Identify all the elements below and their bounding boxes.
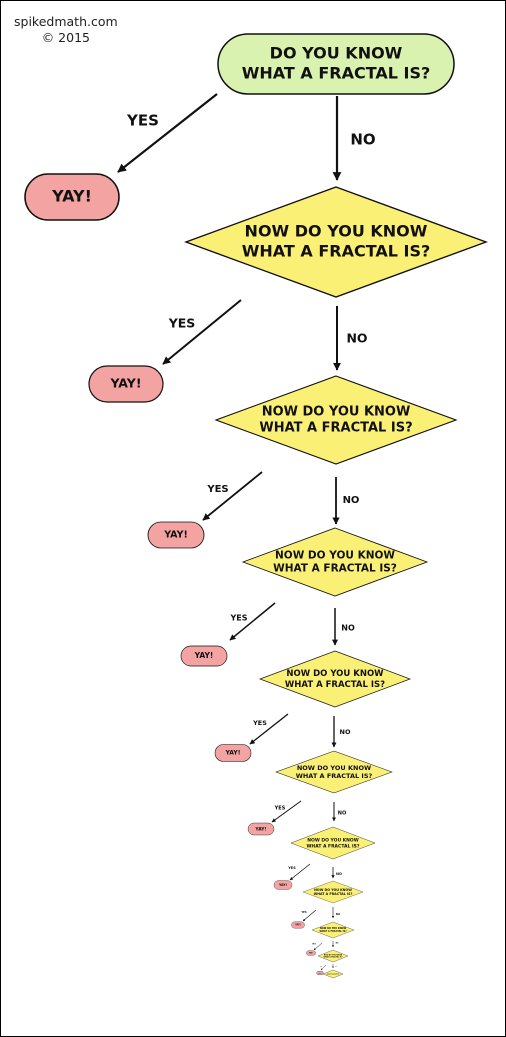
no-label-3: NO <box>343 495 360 506</box>
yes-label-1: YES <box>126 112 159 130</box>
yay-node-1 <box>24 173 120 221</box>
yay-node-9 <box>306 950 316 956</box>
question-text-2-line-2: WHAT A FRACTAL IS? <box>259 421 412 436</box>
yay-label-2: YAY! <box>109 376 141 391</box>
yes-label-3: YES <box>206 484 228 495</box>
question-diamond-1 <box>184 186 488 298</box>
yay-label-7: YAY! <box>278 883 287 887</box>
start-question-line-2: WHAT A FRACTAL IS? <box>242 64 431 83</box>
yay-label-5: YAY! <box>225 750 241 757</box>
question-text-7-line-1: NOW DO YOU KNOW <box>314 888 352 892</box>
yay-node-7 <box>273 880 293 890</box>
no-label-10: NO <box>335 966 337 968</box>
yay-label-8: YAY! <box>294 924 301 927</box>
yes-arrow-2 <box>162 299 242 365</box>
no-label-2: NO <box>346 331 367 346</box>
yes-label-4: YES <box>229 614 247 623</box>
yes-label-6: YES <box>274 806 286 812</box>
yay-label-6: YAY! <box>254 827 266 833</box>
yes-arrow-8 <box>302 909 317 922</box>
question-text-2-line-1: NOW DO YOU KNOW <box>262 404 411 419</box>
no-label-9: NO <box>336 943 339 945</box>
question-text-2: NOW DO YOU KNOW WHAT A FRACTAL IS? <box>259 404 412 435</box>
question-text-9-line-2: WHAT A FRACTAL IS? <box>324 957 343 959</box>
question-text-7-line-2: WHAT A FRACTAL IS? <box>314 892 353 896</box>
question-text-1-line-2: WHAT A FRACTAL IS? <box>242 242 431 261</box>
yes-label-5: YES <box>252 719 267 727</box>
no-label-4: NO <box>341 624 355 633</box>
yay-node-3 <box>147 521 205 549</box>
no-label-5: NO <box>340 728 351 736</box>
yay-node-5 <box>214 744 252 762</box>
yay-node-4 <box>180 645 228 667</box>
no-label-6: NO <box>338 811 346 817</box>
yes-arrow-9 <box>313 942 323 951</box>
question-diamond-8 <box>311 921 355 939</box>
credit: spikedmath.com © 2015 <box>14 14 118 46</box>
question-diamond-6 <box>290 826 376 860</box>
yay-node-6 <box>247 822 275 836</box>
yes-arrow-7 <box>289 863 311 881</box>
question-text-4-line-2: WHAT A FRACTAL IS? <box>285 680 385 690</box>
question-text-10-line-2: WHAT A FRACTAL IS? <box>327 974 340 976</box>
question-diamond-7 <box>302 880 364 904</box>
question-text-3: NOW DO YOU KNOW WHAT A FRACTAL IS? <box>273 549 397 574</box>
yes-arrow-10 <box>320 964 327 971</box>
yes-arrow-4 <box>229 602 276 641</box>
question-text-9-line-1: NOW DO YOU KNOW <box>324 955 342 957</box>
question-diamond-4 <box>258 650 412 708</box>
site-name: spikedmath.com <box>14 14 118 29</box>
yes-label-8: YES <box>300 910 307 914</box>
yay-node-10 <box>316 971 324 975</box>
start-node <box>217 33 455 95</box>
yay-label-3: YAY! <box>163 530 188 541</box>
question-diamond-3 <box>241 527 429 597</box>
question-text-5-line-1: NOW DO YOU KNOW <box>297 764 371 772</box>
yes-label-10: YES <box>319 966 323 968</box>
yay-label-10: YAY! <box>318 973 322 975</box>
question-text-8-line-1: NOW DO YOU KNOW <box>320 927 347 930</box>
question-diamond-10 <box>322 969 344 979</box>
yay-label-9: YAY! <box>308 953 313 955</box>
yes-arrow-1 <box>117 93 218 173</box>
yay-node-8 <box>291 921 305 929</box>
no-label-8: NO <box>336 912 340 916</box>
yes-label-2: YES <box>168 316 196 331</box>
yes-arrow-3 <box>202 471 263 521</box>
question-text-10-line-1: NOW DO YOU KNOW <box>327 973 340 975</box>
question-text-5-line-2: WHAT A FRACTAL IS? <box>296 772 373 780</box>
question-text-1-line-1: NOW DO YOU KNOW <box>245 222 428 241</box>
yes-arrow-6 <box>271 800 302 823</box>
yes-label-7: YES <box>287 866 296 870</box>
no-label-7: NO <box>336 872 342 876</box>
question-text-6-line-2: WHAT A FRACTAL IS? <box>306 843 359 849</box>
start-question-line-1: DO YOU KNOW <box>270 44 403 63</box>
no-label-1: NO <box>350 131 375 149</box>
yes-arrow-5 <box>249 713 289 745</box>
question-text-3-line-1: NOW DO YOU KNOW <box>275 549 395 561</box>
question-text-8-line-2: WHAT A FRACTAL IS? <box>319 930 347 933</box>
question-text-6-line-1: NOW DO YOU KNOW <box>307 838 358 844</box>
yay-label-1: YAY! <box>51 187 92 206</box>
question-diamond-5 <box>275 750 393 794</box>
question-diamond-2 <box>214 375 458 465</box>
question-diamond-9 <box>317 949 349 963</box>
yes-label-9: YES <box>311 944 316 946</box>
yay-node-2 <box>88 365 164 403</box>
question-text-3-line-2: WHAT A FRACTAL IS? <box>273 563 397 575</box>
copyright-year: © 2015 <box>41 30 90 45</box>
yay-label-4: YAY! <box>194 651 214 660</box>
question-text-4-line-1: NOW DO YOU KNOW <box>286 669 384 679</box>
